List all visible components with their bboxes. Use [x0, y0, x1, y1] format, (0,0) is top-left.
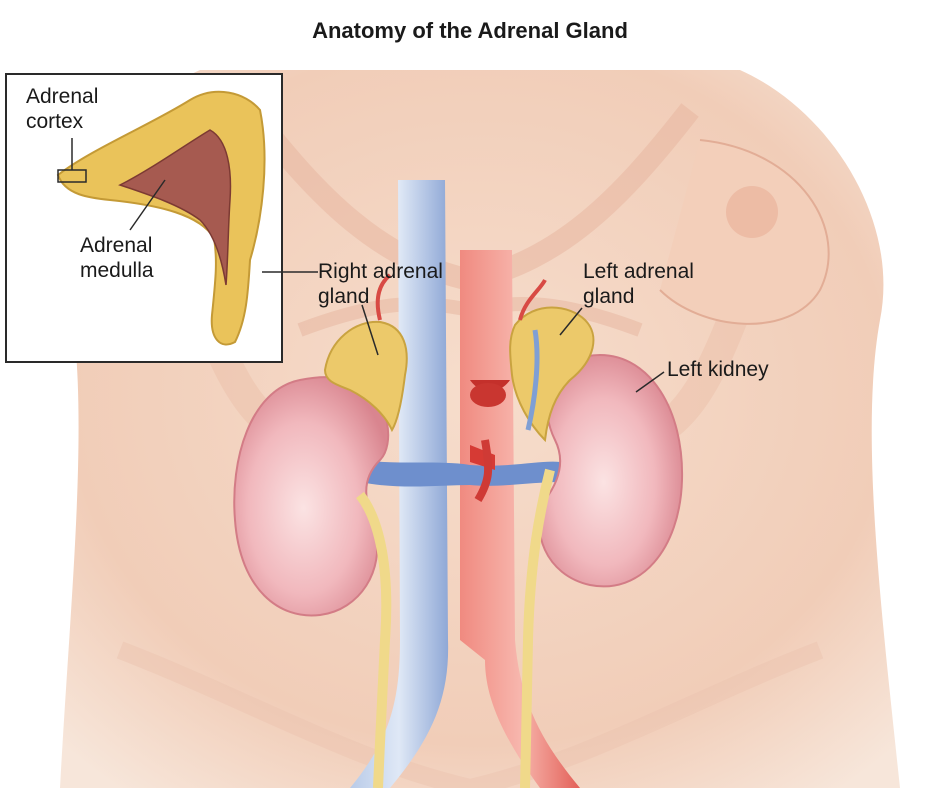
label-adrenal-cortex: Adrenal cortex — [26, 84, 98, 134]
renal-vein — [360, 460, 560, 487]
label-adrenal-cortex-line1: Adrenal — [26, 85, 99, 108]
label-left-adrenal-line1: Left adrenal — [583, 260, 694, 283]
left-kidney — [538, 353, 684, 588]
adrenal-cross-section — [5, 73, 283, 363]
vena-cava — [350, 180, 449, 788]
label-adrenal-medulla-line2: medulla — [80, 259, 154, 282]
label-adrenal-medulla: Adrenal medulla — [80, 233, 154, 283]
left-ureter — [520, 468, 555, 788]
adrenal-medulla-shape — [118, 129, 232, 286]
label-right-adrenal-line2: gland — [318, 285, 370, 308]
label-adrenal-cortex-line2: cortex — [26, 110, 84, 133]
right-adrenal-gland — [323, 320, 408, 433]
leader-left-adrenal — [559, 307, 583, 336]
label-left-adrenal-line2: gland — [583, 285, 635, 308]
label-right-adrenal-gland: Right adrenal gland — [318, 259, 443, 309]
nipple — [726, 186, 778, 238]
right-ureter — [355, 491, 392, 788]
label-left-kidney: Left kidney — [667, 358, 769, 381]
leader-left-kidney — [635, 371, 665, 393]
leader-medulla — [129, 179, 166, 231]
leader-right-adrenal — [361, 304, 379, 356]
label-adrenal-medulla-line1: Adrenal — [80, 234, 153, 257]
label-right-adrenal-line1: Right adrenal — [318, 260, 443, 283]
diagram-title: Anatomy of the Adrenal Gland — [312, 18, 628, 43]
inset-frame — [5, 73, 283, 363]
label-left-adrenal-gland: Left adrenal gland — [583, 259, 694, 309]
